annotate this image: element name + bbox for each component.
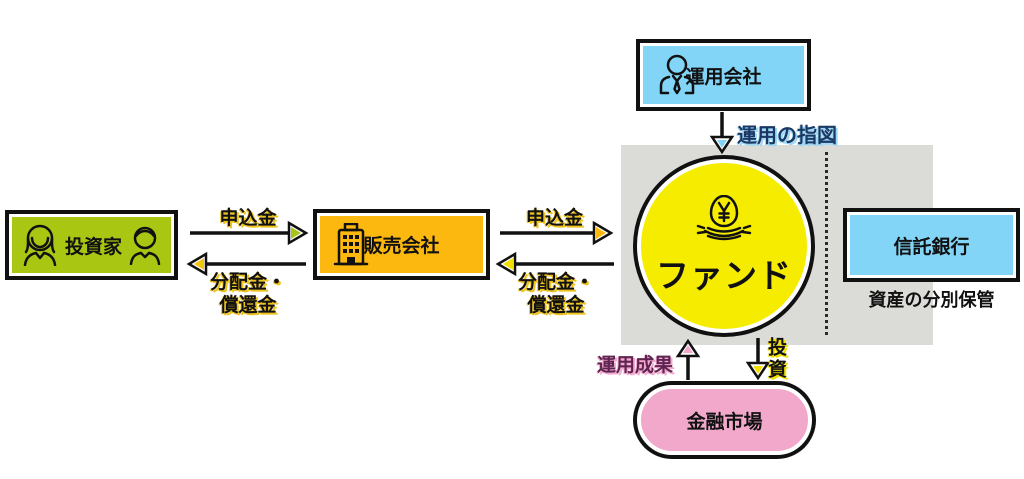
node-fund: ファンド [637, 159, 811, 333]
label-distribution-line1: 分配金・ [517, 271, 594, 293]
label-investment: 投資 [765, 337, 787, 381]
label-distribution-redemption-2: 分配金・ 償還金 [498, 271, 614, 317]
trust-bank-label: 信託銀行 [893, 235, 970, 258]
management-company-label: 運用会社 [685, 65, 762, 88]
label-distribution-line1: 分配金・ [209, 271, 286, 293]
financial-market-label: 金融市場 [686, 410, 763, 433]
arrow-market-to-fund [675, 338, 701, 380]
label-management-instruction: 運用の指図 [737, 123, 837, 147]
node-financial-market: 金融市場 [637, 385, 812, 455]
node-management-company: 運用会社 [636, 39, 811, 111]
node-investor: 投資家 [5, 210, 178, 280]
businessperson-icon [659, 54, 695, 95]
label-redemption-line2: 償還金 [527, 294, 585, 316]
label-distribution-redemption-1: 分配金・ 償還金 [190, 271, 306, 317]
label-redemption-line2: 償還金 [219, 294, 277, 316]
sales-company-label: 販売会社 [363, 235, 440, 257]
label-investment-result: 運用成果 [597, 354, 674, 376]
label-asset-custody-note: 資産の分別保管 [868, 290, 995, 311]
node-trust-bank: 信託銀行 [843, 208, 1020, 282]
custody-dotted-divider [825, 152, 828, 335]
investor-label: 投資家 [64, 235, 122, 258]
yen-egg-nest-icon [696, 195, 752, 241]
man-icon [129, 226, 161, 265]
node-sales-company: 販売会社 [313, 209, 490, 280]
label-application-money-2: 申込金 [525, 207, 583, 229]
building-icon [333, 222, 369, 265]
label-application-money-1: 申込金 [219, 207, 277, 229]
woman-icon [23, 224, 57, 266]
fund-label: ファンド [656, 256, 792, 295]
